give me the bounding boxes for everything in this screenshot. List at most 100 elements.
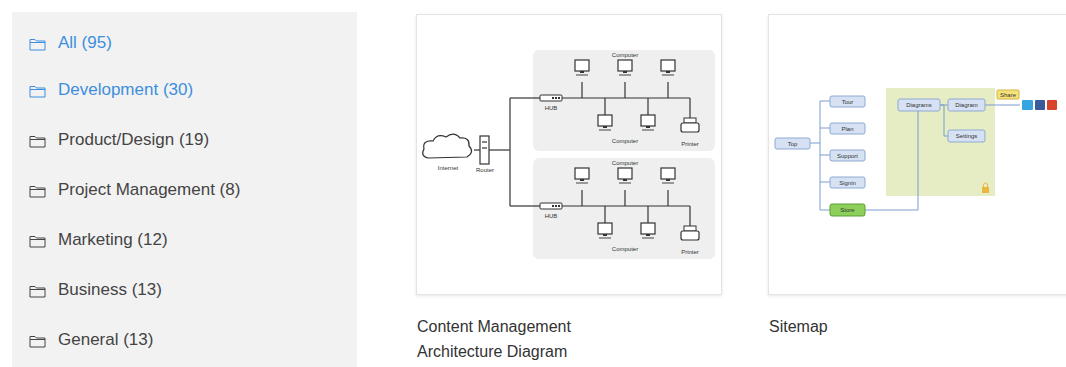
computer-keyboard — [662, 182, 674, 184]
category-item: Business (13) — [12, 278, 357, 302]
category-label: Business (13) — [58, 278, 162, 302]
hub-port — [552, 97, 554, 99]
computer-keyboard — [662, 74, 674, 76]
computer-stand — [603, 126, 607, 128]
category-label: Marketing (12) — [58, 228, 168, 252]
category-label: All (95) — [58, 31, 112, 55]
thumbnail-text: Store — [840, 207, 854, 213]
thumbnail-text: Diagram — [955, 102, 978, 108]
computer-stand — [580, 71, 584, 73]
network-illustration — [423, 50, 715, 259]
category-item: General (13) — [12, 328, 357, 352]
thumbnail-text: HUB — [545, 105, 558, 111]
drop-line — [624, 190, 625, 206]
thumbnail-text: Settings — [956, 133, 978, 139]
computer-icon — [575, 168, 589, 179]
drop-line — [581, 190, 582, 206]
thumbnail-text: Router — [476, 167, 494, 173]
computer-icon — [661, 168, 675, 179]
thumbnail-text: Computer — [612, 138, 638, 144]
computer-keyboard — [599, 129, 611, 131]
thumbnail-text: Printer — [681, 249, 699, 255]
category-label: Project Management (8) — [58, 178, 240, 202]
lan-group — [540, 168, 699, 240]
drop-line — [667, 190, 668, 206]
lan-group — [540, 60, 699, 132]
card-caption: Sitemap — [769, 314, 1004, 339]
thumbnail-text: Plan — [841, 126, 853, 132]
hub-icon — [540, 203, 562, 209]
drop-line — [689, 98, 690, 118]
thumbnail-text: Tour — [842, 99, 854, 105]
computer-stand — [580, 179, 584, 181]
hub-icon — [540, 95, 562, 101]
drop-line — [581, 82, 582, 98]
lan-bus — [562, 205, 690, 206]
category-label: General (13) — [58, 328, 153, 352]
thumbnail-text: Printer — [681, 141, 699, 147]
lan-groups — [540, 60, 699, 240]
category-label: Development (30) — [58, 78, 193, 102]
hub-port — [555, 205, 557, 207]
hub-port — [555, 97, 557, 99]
thumbnail-text: Computer — [612, 52, 638, 58]
drop-line — [604, 98, 605, 115]
category-sidebar: All (95) Development (30) Product/Design (… — [12, 12, 357, 367]
folder-icon — [29, 84, 46, 98]
printer-paper — [684, 226, 696, 231]
drop-line — [624, 82, 625, 98]
computer-icon — [661, 60, 675, 71]
computer-keyboard — [619, 74, 631, 76]
drop-line — [667, 82, 668, 98]
computer-icon — [618, 60, 632, 71]
thumbnail-text: Computer — [612, 246, 638, 252]
sitemap-illustration — [775, 88, 1057, 216]
category-item: Project Management (8) — [12, 178, 357, 202]
printer-body — [681, 231, 699, 240]
computer-stand — [623, 71, 627, 73]
computer-icon — [618, 168, 632, 179]
category-label: Product/Design (19) — [58, 128, 209, 152]
card-caption: Content Management Architecture Diagram — [417, 314, 652, 364]
folder-icon — [29, 234, 46, 248]
computer-stand — [623, 179, 627, 181]
computer-icon — [641, 223, 655, 234]
computer-stand — [603, 234, 607, 236]
folder-icon — [29, 334, 46, 348]
computer-keyboard — [642, 237, 654, 239]
thumbnail-text: Top — [788, 141, 798, 147]
folder-icon — [29, 134, 46, 148]
hub-port — [558, 97, 560, 99]
category-item: Marketing (12) — [12, 228, 357, 252]
folder-icon — [29, 284, 46, 298]
drop-line — [689, 206, 690, 226]
computer-stand — [646, 234, 650, 236]
printer-body — [681, 123, 699, 132]
computer-stand — [666, 179, 670, 181]
computer-keyboard — [619, 182, 631, 184]
thumbnail-text: HUB — [545, 213, 558, 219]
thumbnail-text: Support — [837, 153, 858, 159]
folder-icon — [29, 37, 46, 51]
computer-keyboard — [576, 74, 588, 76]
template-card: Sitemap — [768, 14, 1066, 295]
thumbnail-text: Diagrams — [906, 102, 932, 108]
drop-line — [647, 206, 648, 223]
thumbnail-text: Internet — [438, 165, 458, 171]
thumbnail-text: Share — [1000, 92, 1016, 98]
computer-icon — [598, 115, 612, 126]
category-item: All (95) — [12, 31, 357, 55]
computer-keyboard — [599, 237, 611, 239]
category-item: Product/Design (19) — [12, 128, 357, 152]
hub-port — [552, 205, 554, 207]
category-item: Development (30) — [12, 78, 357, 102]
drop-line — [604, 206, 605, 223]
template-card: Content Management Architecture Diagram — [416, 14, 722, 295]
printer-paper — [684, 118, 696, 123]
drop-line — [647, 98, 648, 115]
hub-port — [558, 205, 560, 207]
computer-stand — [646, 126, 650, 128]
computer-keyboard — [576, 182, 588, 184]
computer-icon — [641, 115, 655, 126]
